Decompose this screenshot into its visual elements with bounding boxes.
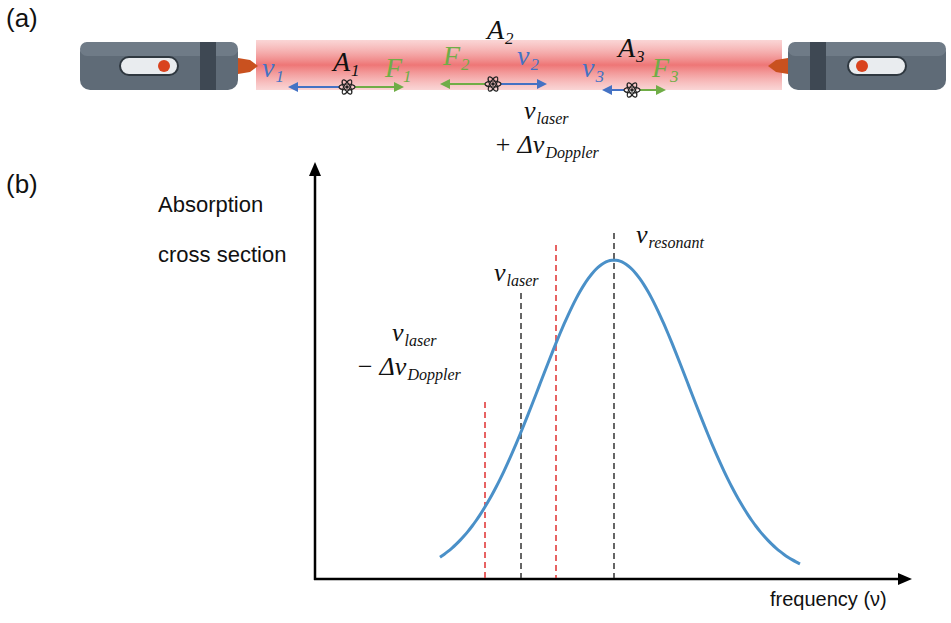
velocity-arrow [501,83,545,85]
axis-title: frequency (ν) [770,588,887,611]
panel-label: (a) [6,4,38,34]
absorption-curve [440,260,800,564]
laser-right [768,42,946,90]
dashed-marker [613,233,615,578]
frequency-symbol: ν [524,96,536,126]
force-arrow [640,89,664,91]
atom-symbol [624,82,640,99]
frequency-symbol: ν [494,258,506,288]
axis-arrowhead [309,162,321,176]
velocity-arrow [290,86,339,88]
subscript: 1 [275,67,284,87]
force-symbol: F [652,52,669,84]
subscript: 3 [670,67,679,87]
laser-left [80,42,258,90]
atom-symbol [485,76,501,93]
x-axis [314,578,900,581]
axis-arrowhead [898,573,912,585]
subscript: 1 [351,61,360,81]
subscript: 3 [636,47,645,67]
atom-name: A [333,46,350,78]
velocity-symbol: v [582,52,594,84]
frequency-shift: + Δν [494,130,544,160]
subscript: Doppler [407,366,460,384]
dashed-marker [555,245,557,578]
force-symbol: F [443,40,460,72]
subscript: 2 [530,55,539,75]
axis-title: Absorption cross section [158,180,308,280]
force-arrow [442,83,485,85]
velocity-symbol: v [517,40,529,72]
subscript: 3 [595,67,604,87]
subscript: laser [405,332,437,350]
velocity-symbol: v [262,52,274,84]
force-symbol: F [385,52,402,84]
subscript: resonant [649,234,704,252]
subscript: 2 [461,55,470,75]
subscript: laser [537,110,569,128]
frequency-shift: − Δν [356,352,406,382]
subscript: Doppler [545,144,598,162]
dashed-marker [484,402,486,578]
y-axis [314,172,317,580]
force-arrow [355,86,402,88]
frequency-symbol: ν [636,220,648,250]
subscript: 1 [403,67,412,87]
frequency-symbol: ν [392,318,404,348]
subscript: 2 [505,29,514,49]
subscript: laser [507,272,539,290]
velocity-arrow [604,89,624,91]
atom-symbol [339,79,355,96]
atom-name: A [618,32,635,64]
laser-beam [256,40,782,90]
panel-label: (b) [6,170,38,200]
atom-name: A [487,14,504,46]
